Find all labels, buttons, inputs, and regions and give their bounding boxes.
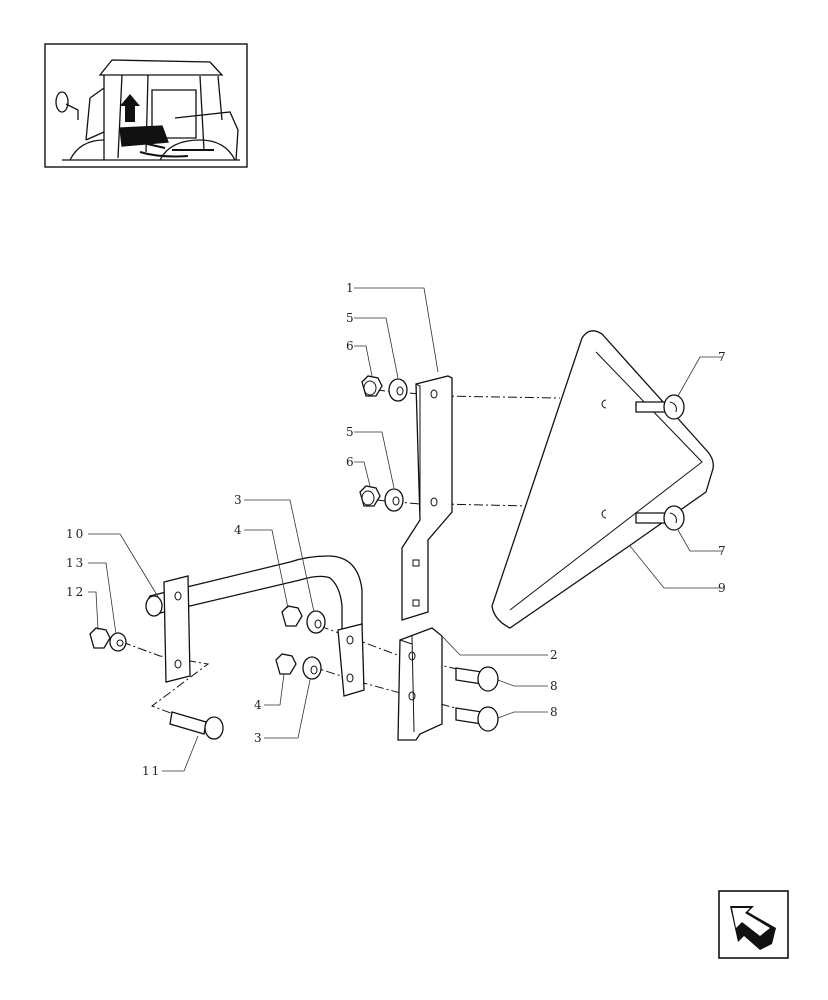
callout-5: 5: [346, 311, 356, 325]
callout-11: 11: [142, 764, 161, 778]
callout-4: 4: [234, 523, 244, 537]
tractor-cab-icon: [55, 59, 240, 161]
callout-3: 3: [254, 731, 264, 745]
location-thumbnail: [44, 43, 248, 168]
part-10-support-tube: [145, 555, 365, 697]
part-5-washer-upper: [388, 378, 408, 402]
callout-13: 13: [66, 556, 85, 570]
leader-lines: [88, 287, 722, 772]
part-4-nut-lower: [275, 653, 297, 675]
callout-2: 2: [550, 648, 560, 662]
callout-8: 8: [550, 705, 560, 719]
callout-5: 5: [346, 425, 356, 439]
part-11-bolt: [169, 711, 224, 740]
callout-12: 12: [66, 585, 85, 599]
part-10-plate: [163, 575, 191, 683]
part-6-nut-lower: [359, 485, 381, 507]
part-6-nut-upper: [361, 375, 383, 397]
part-8-bolt-upper: [455, 666, 499, 692]
return-arrow-button[interactable]: [718, 890, 789, 959]
part-3-washer-lower: [302, 656, 322, 680]
callout-9: 9: [718, 581, 728, 595]
callout-6: 6: [346, 455, 356, 469]
part-3-washer-upper: [306, 610, 326, 634]
part-7-screw-lower: [635, 505, 685, 531]
part-12-nut: [89, 627, 111, 649]
part-1-bracket: [401, 375, 453, 621]
callout-8: 8: [550, 679, 560, 693]
location-arrow-icon: [120, 94, 140, 122]
callout-10: 10: [66, 527, 85, 541]
part-13-washer: [109, 632, 127, 652]
part-4-nut-upper: [281, 605, 303, 627]
part-9-triangle-reflector: [491, 330, 714, 629]
return-arrow-icon: [730, 906, 776, 950]
callout-3: 3: [234, 493, 244, 507]
callout-7: 7: [718, 350, 728, 364]
part-8-bolt-lower: [455, 706, 499, 732]
callout-6: 6: [346, 339, 356, 353]
callout-labels: 1 2 3 3 4 4 5 5 6 6 7 7 8 8 9 10 11 12 1…: [66, 281, 728, 778]
part-7-screw-upper: [635, 394, 685, 420]
part-2-clamp: [397, 627, 443, 741]
part-5-washer-lower: [384, 488, 404, 512]
callout-7: 7: [718, 544, 728, 558]
callout-4: 4: [254, 698, 264, 712]
callout-1: 1: [346, 281, 356, 295]
